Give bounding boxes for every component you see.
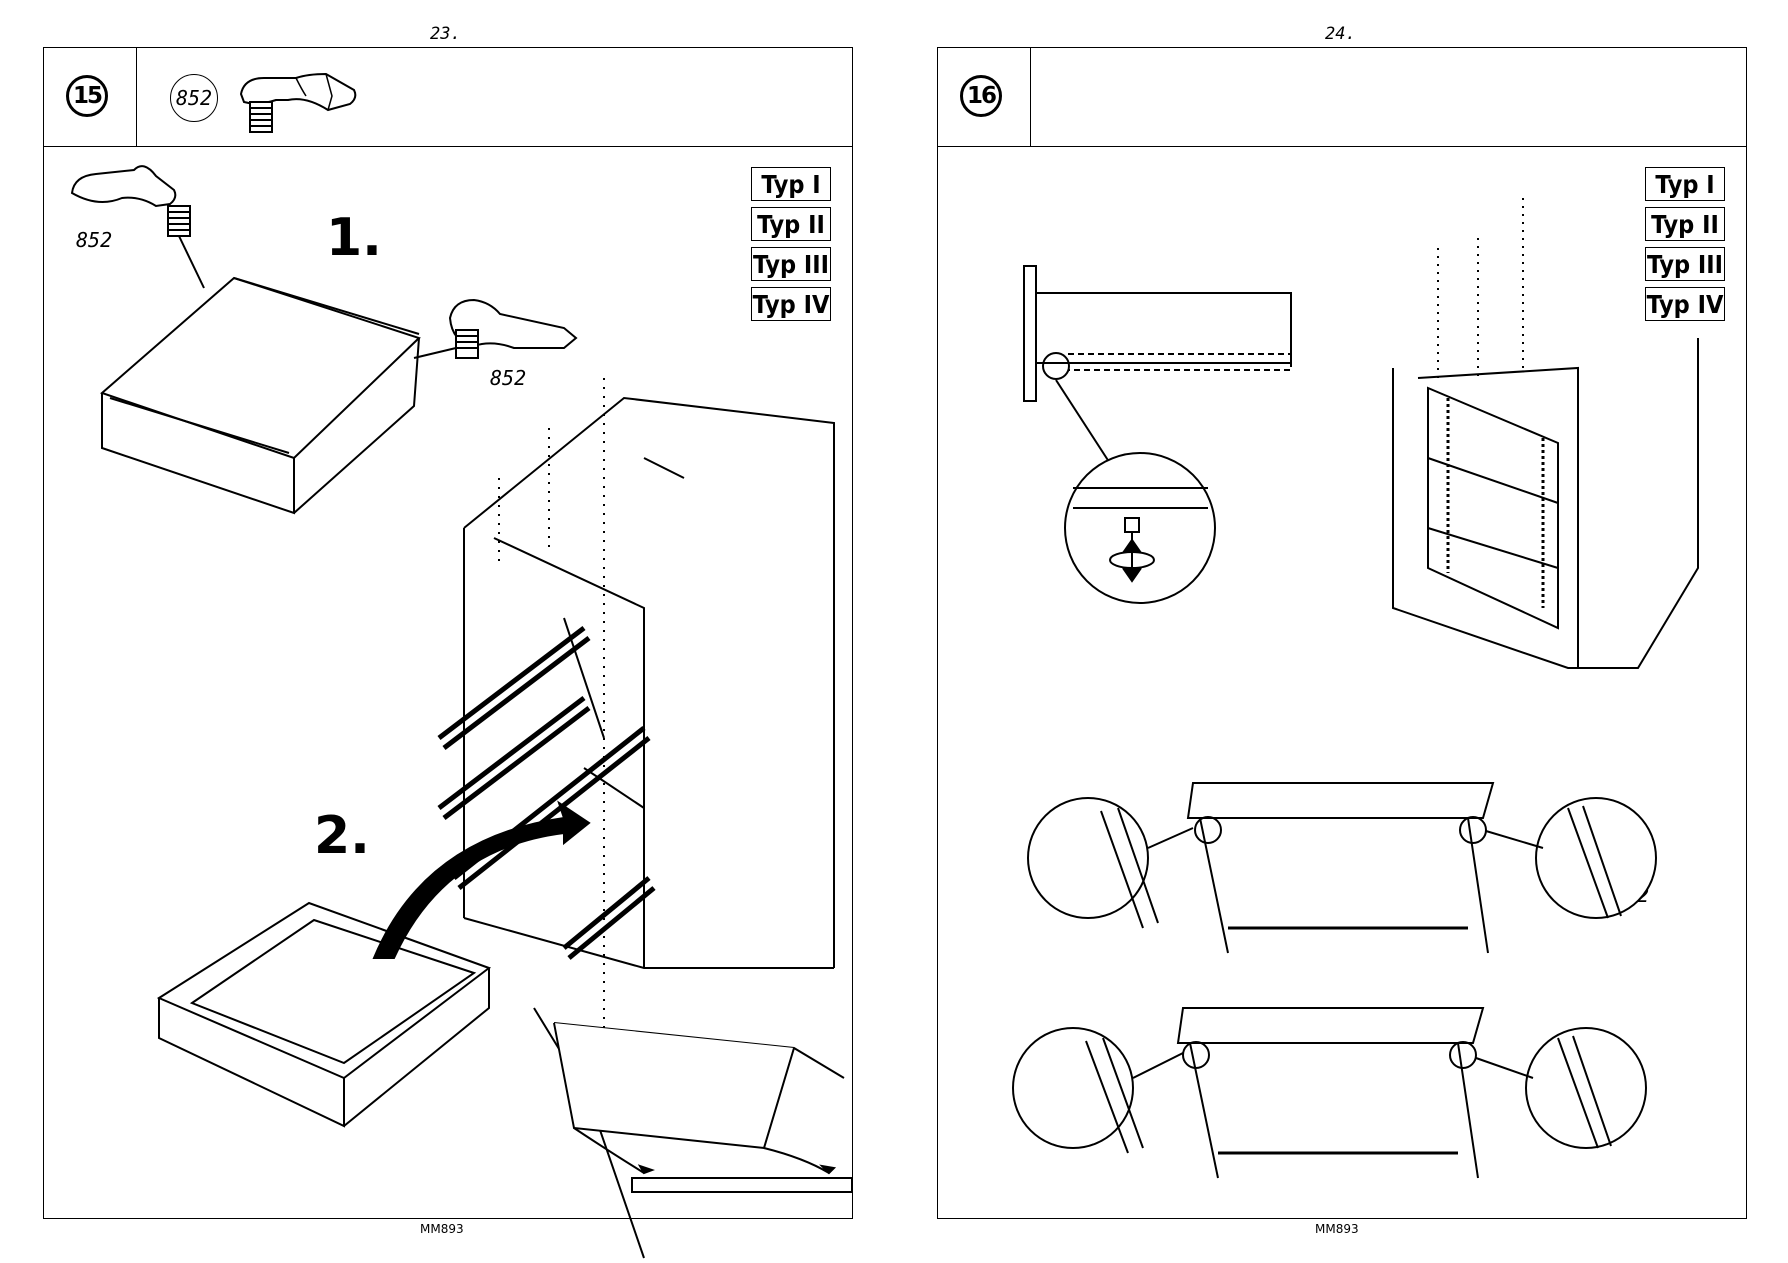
part-callout: 852 — [490, 366, 527, 390]
part-callout: 852 — [76, 228, 113, 252]
substep-label: 2. — [314, 806, 370, 866]
parts-list: 852 — [136, 48, 436, 146]
step-header: 16 — [938, 48, 1746, 147]
page-number: 24. — [1325, 24, 1356, 44]
type-label: Typ III — [1645, 247, 1725, 281]
type-label: Typ II — [751, 207, 831, 241]
page-number: 23. — [430, 24, 461, 44]
type-label: Typ IV — [1645, 287, 1725, 321]
step-number-cell: 15 — [44, 48, 137, 146]
step-number-badge: 16 — [960, 75, 1002, 117]
type-label: Typ III — [751, 247, 831, 281]
stopper-part-icon — [239, 72, 357, 133]
step-number-cell: 16 — [938, 48, 1031, 146]
step-16-panel: 16 Typ I Typ II Typ III Typ IV 852 852 — [937, 47, 1747, 1219]
type-label: Typ I — [1645, 167, 1725, 201]
step-15-panel: 15 852 Typ I Typ II Typ III Typ IV 1. 2.… — [43, 47, 853, 1259]
type-list: Typ I Typ II Typ III Typ IV — [751, 167, 831, 321]
type-label: Typ I — [751, 167, 831, 201]
step-number-badge: 15 — [66, 75, 108, 117]
substep-label: 1. — [326, 208, 382, 268]
assembly-illustration — [70, 165, 853, 1259]
type-list: Typ I Typ II Typ III Typ IV — [1645, 167, 1725, 321]
type-label: Typ IV — [751, 287, 831, 321]
type-label: Typ II — [1645, 207, 1725, 241]
part-number-badge: 852 — [170, 74, 218, 122]
step-header: 15 852 — [44, 48, 852, 147]
adjustment-illustration — [1012, 198, 1699, 1179]
document-code: MM893 — [1315, 1222, 1359, 1236]
document-code: MM893 — [420, 1222, 464, 1236]
